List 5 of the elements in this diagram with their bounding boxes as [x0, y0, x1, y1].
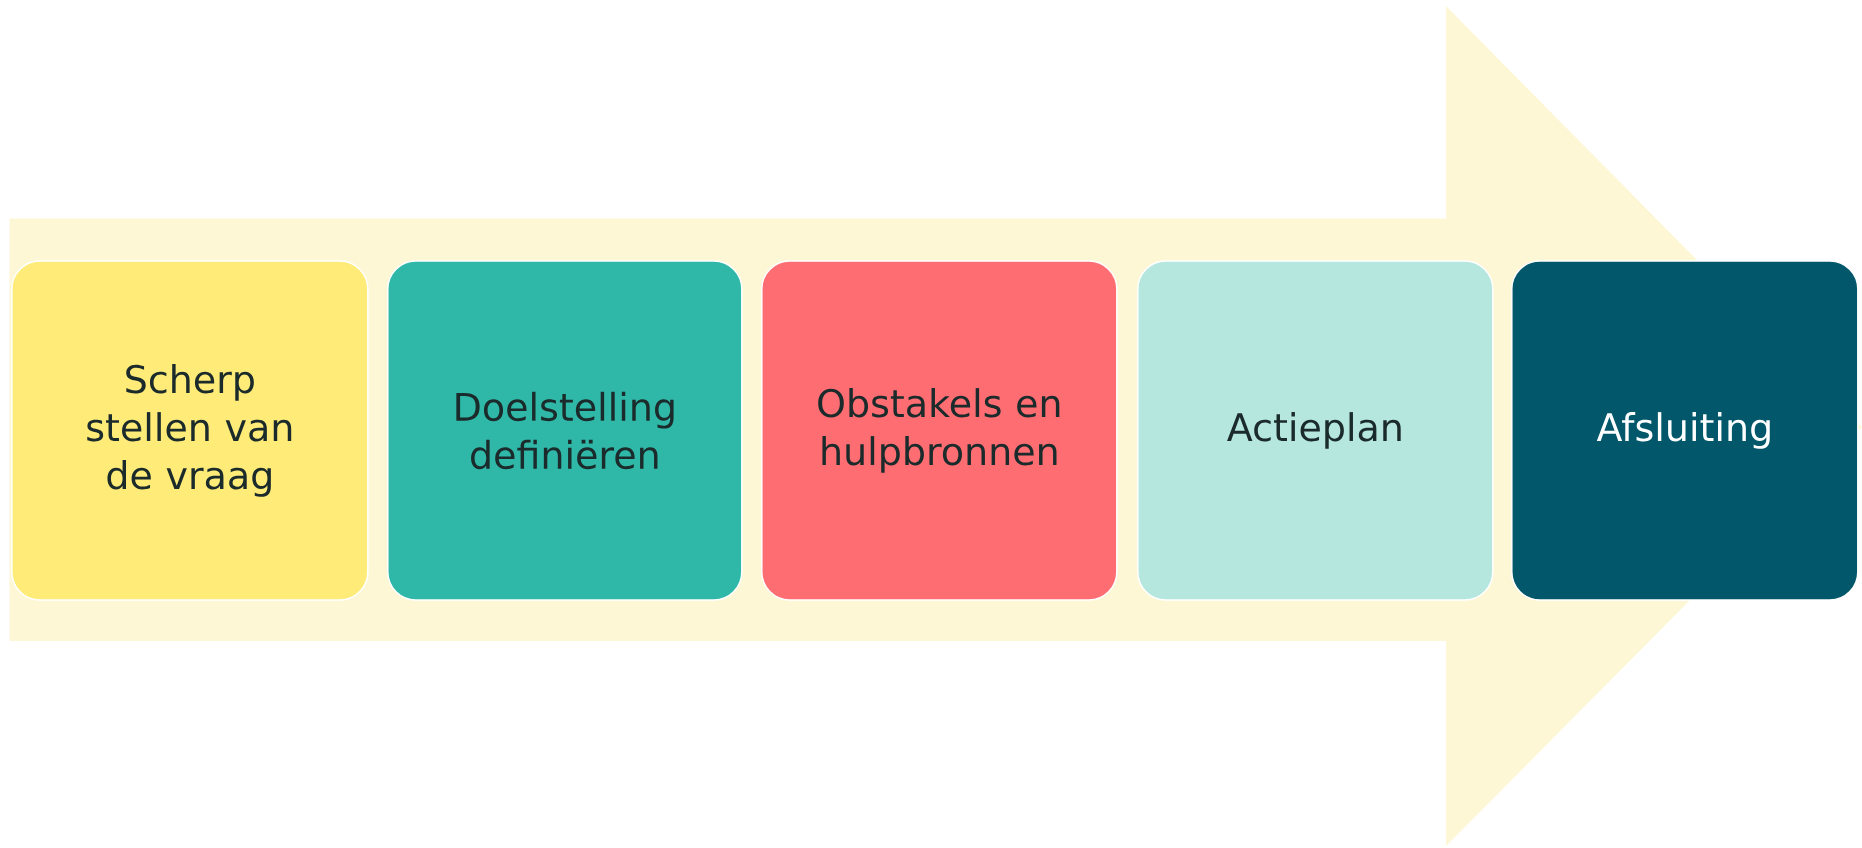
- process-box: Scherp stellen van de vraag: [11, 260, 369, 601]
- process-box: Afsluiting: [1511, 260, 1859, 601]
- process-box: Actieplan: [1137, 260, 1494, 601]
- process-box: Doelstelling definiëren: [387, 260, 743, 601]
- process-box: Obstakels en hulpbronnen: [761, 260, 1118, 601]
